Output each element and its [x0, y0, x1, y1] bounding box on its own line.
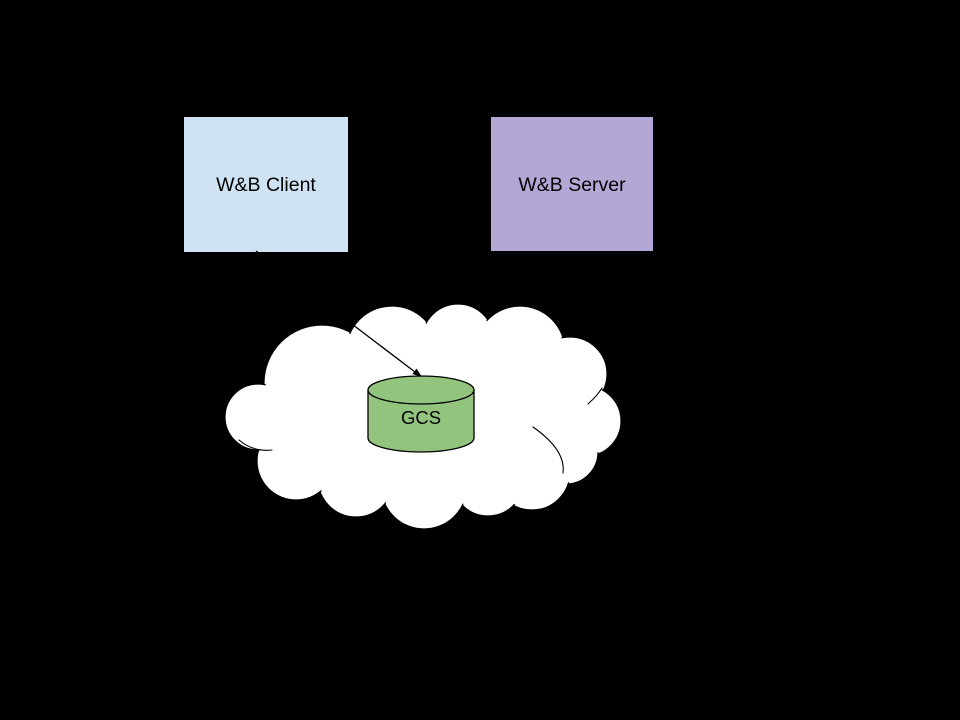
arrow-line — [255, 250, 416, 373]
cloud-curl — [587, 387, 603, 405]
client-to-gcs-arrow — [255, 250, 422, 377]
gcs-cylinder: GCS — [367, 375, 475, 453]
cloud-curl — [532, 426, 564, 474]
wb-server-label: W&B Server — [518, 174, 626, 196]
wb-client-box — [184, 117, 348, 252]
wb-client-label: W&B Client — [216, 174, 316, 196]
gcs-cylinder-top — [367, 375, 475, 405]
wb-server-box — [491, 117, 653, 251]
gcs-cylinder-body — [367, 389, 475, 453]
cloud-bump-fill — [226, 385, 290, 449]
gcs-label: GCS — [401, 407, 441, 428]
arrowhead — [412, 368, 422, 377]
gcs-cloud — [224, 303, 622, 530]
cloud-curl — [238, 439, 273, 451]
